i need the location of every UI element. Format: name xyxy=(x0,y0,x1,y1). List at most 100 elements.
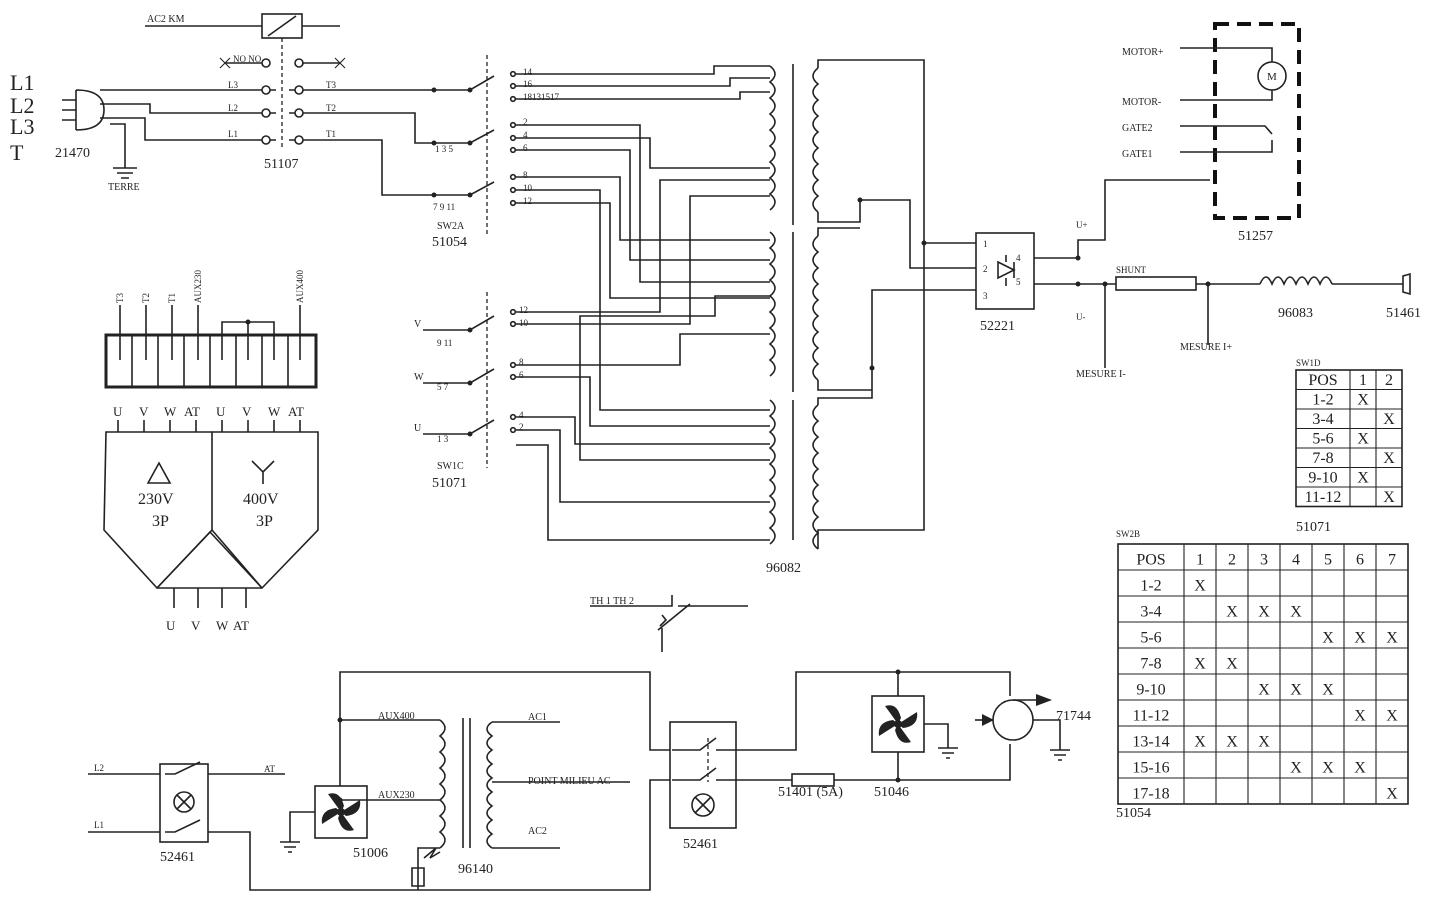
rectifier-pin-3: 3 xyxy=(983,291,988,301)
gate2-label: GATE2 xyxy=(1122,123,1153,134)
sw2b-cell: X xyxy=(1354,707,1366,724)
aux-thermal-icon xyxy=(423,847,441,859)
plug-pins xyxy=(62,99,76,121)
terminal-top-t1: T1 xyxy=(167,293,177,303)
fan-51046: 51046 xyxy=(871,695,958,800)
motor-plus-label: MOTOR+ xyxy=(1122,47,1164,58)
sw2a-terminal-18: 18131517 xyxy=(523,92,560,102)
sw1c-input-u: U xyxy=(414,423,422,434)
terminal-block: T3 T2 T1 AUX230 AUX400 U V W AT U V W AT… xyxy=(103,270,319,633)
motor-box-ref: 51257 xyxy=(1238,229,1273,244)
pump-switch-box xyxy=(669,721,737,829)
terminal-top-t3: T3 xyxy=(115,293,125,303)
delta-phase: 3P xyxy=(152,513,169,530)
contactor-input-l1: L1 xyxy=(228,129,238,139)
earth-label: TERRE xyxy=(108,182,140,193)
plug-ref: 21470 xyxy=(55,146,90,161)
sw2b-cell: X xyxy=(1386,707,1398,724)
phase-label-l3: L3 xyxy=(10,114,34,139)
rectifier-pin-4: 4 xyxy=(1016,253,1021,263)
output-connector-icon xyxy=(1402,272,1411,296)
u-minus-label: U- xyxy=(1076,312,1086,322)
fan-51006: 51006 xyxy=(280,785,388,861)
secondary-wiring xyxy=(817,59,976,549)
contactor-input-l3: L3 xyxy=(228,80,238,90)
earth-icon xyxy=(113,167,137,179)
connector-ref: 51461 xyxy=(1386,306,1421,321)
rectifier-pin-1: 1 xyxy=(983,239,988,249)
terminal-inputs xyxy=(119,305,301,360)
rectifier-pin-5: 5 xyxy=(1016,277,1021,287)
inductor-ref: 96083 xyxy=(1278,306,1313,321)
contactor-output-t1: T1 xyxy=(326,129,336,139)
inductor-96083 xyxy=(1259,276,1333,287)
aux-input-l1: L1 xyxy=(94,820,104,830)
sw2b-cell: X xyxy=(1354,629,1366,646)
sw2b-cell: X xyxy=(1386,629,1398,646)
terminal-bottom-u1: U xyxy=(113,404,123,419)
sw2b-header-cell: 4 xyxy=(1292,551,1300,568)
contactor-51107: AC2 KM NO NO L3 L2 L1 T3 T2 T1 51107 xyxy=(145,13,434,196)
mains-input: L1 L2 L3 T 21470 TERRE xyxy=(10,70,262,193)
sw2b-cell: X xyxy=(1386,785,1398,802)
aux400-label: AUX400 xyxy=(378,711,415,722)
primary-winding-3 xyxy=(768,399,776,545)
transformer-wiring xyxy=(516,65,770,541)
sw2b-header-cell: POS xyxy=(1136,551,1165,568)
rectifier-pin-2: 2 xyxy=(983,264,988,274)
sw2a-name: SW2A xyxy=(437,221,465,232)
terminal-bottom-u2: U xyxy=(216,404,226,419)
secondary-winding-3 xyxy=(812,404,820,550)
pump-switch-blades xyxy=(672,737,736,781)
pump-earth-icon xyxy=(1033,719,1070,761)
terminal-top-t2: T2 xyxy=(141,293,151,303)
thermal-switch-icon xyxy=(590,595,748,652)
sw2b-cell: X xyxy=(1258,681,1270,698)
gate1-label: GATE1 xyxy=(1122,149,1153,160)
pump-switch-ref: 52461 xyxy=(683,837,718,852)
contact-label: NO NO xyxy=(233,54,262,64)
terminal-block-body xyxy=(104,333,318,389)
point-milieu-label: POINT MILIEU AC xyxy=(528,776,611,787)
fan2-earth-icon xyxy=(924,723,958,759)
contact-l1 xyxy=(261,135,434,196)
star-icon xyxy=(251,460,275,484)
sw2b-cell: X xyxy=(1322,759,1334,776)
sw2a-terminal-2: 2 xyxy=(523,117,528,127)
sw2a-terminal-12: 12 xyxy=(523,196,532,206)
motor-wires xyxy=(1180,47,1273,101)
lamp-icon xyxy=(173,791,195,813)
star-voltage: 400V xyxy=(243,491,279,508)
sw1d-cell: 3-4 xyxy=(1312,411,1333,428)
fan2-ref: 51046 xyxy=(874,785,909,800)
rectifier-ref: 52221 xyxy=(980,319,1015,334)
switch-sw1c: V W U 9 11 5 7 1 3 SW1C 51071 12 10 8 6 … xyxy=(414,292,529,491)
sw2b-cell: X xyxy=(1226,655,1238,672)
terminal-output-at: AT xyxy=(233,618,249,633)
fan1-ref: 51006 xyxy=(353,846,388,861)
contact-l2 xyxy=(261,108,434,144)
aux-switch-ref: 52461 xyxy=(160,850,195,865)
sw2b-header-cell: 6 xyxy=(1356,551,1364,568)
thyristor-icon xyxy=(997,255,1016,286)
motor-symbol: M xyxy=(1267,71,1277,83)
sw2b-cell: 15-16 xyxy=(1132,759,1169,776)
motor-minus-label: MOTOR- xyxy=(1122,97,1161,108)
sw2b-cell: X xyxy=(1226,603,1238,620)
sw1c-terminal-12: 12 xyxy=(519,305,528,315)
aux-transformer-96140: 96140 xyxy=(411,718,630,890)
terminal-bottom-at2: AT xyxy=(288,404,304,419)
terminal-output-v: V xyxy=(191,618,201,633)
panel-merge xyxy=(156,530,263,589)
aux-circuit: L2 L1 52461 AT 51006 AUX400 AUX230 xyxy=(88,669,1091,891)
sw2b-ref: 51054 xyxy=(1116,806,1151,821)
phase-label-l1: L1 xyxy=(10,70,34,95)
sw2a-common-a: 1 3 5 xyxy=(435,144,454,154)
sw1d-cell: 11-12 xyxy=(1305,489,1342,506)
thermal-label: TH 1 TH 2 xyxy=(590,596,634,607)
sw2b-cell: 1-2 xyxy=(1140,577,1161,594)
ac2-label: AC2 xyxy=(528,826,547,837)
motor-box-51257: MOTOR+ MOTOR- GATE2 GATE1 M 51257 xyxy=(1122,22,1301,244)
